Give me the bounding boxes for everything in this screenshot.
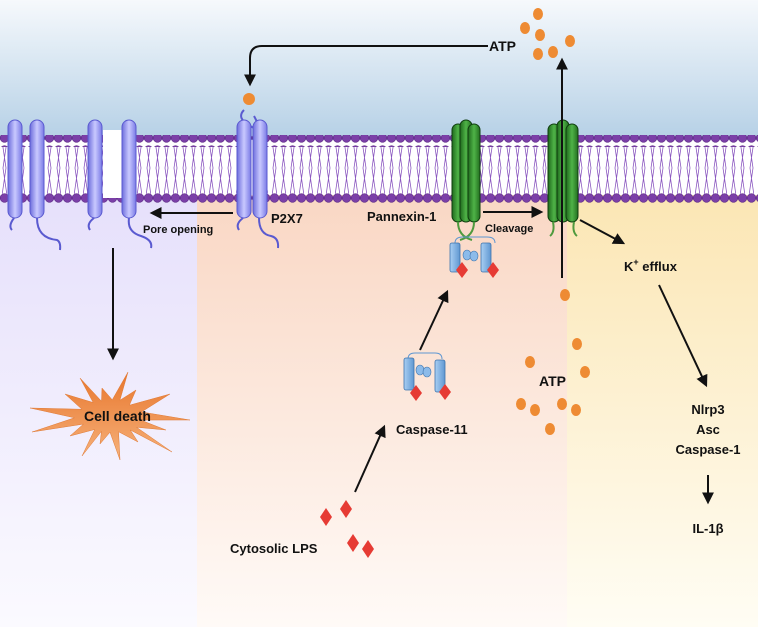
label-asc: Asc	[696, 422, 720, 437]
lps-bound-casp11-1	[410, 385, 422, 401]
label-nlrp3: Nlrp3	[691, 402, 724, 417]
arrow-to-inflammasome	[658, 284, 708, 388]
atp-molecule-cytosolic-9	[545, 423, 555, 435]
label-pore-opening: Pore opening	[143, 224, 213, 236]
pannexin1-cleaved-channel	[547, 119, 579, 237]
p2x7-receptor	[236, 93, 280, 249]
atp-molecule-cytosolic-1	[560, 289, 570, 301]
label-il1b: IL-1β	[692, 521, 723, 536]
lps-molecule-3	[347, 534, 359, 552]
cell-death-burst	[29, 371, 191, 461]
label-cleavage: Cleavage	[485, 223, 533, 235]
lps-molecule-4	[362, 540, 374, 558]
atp-molecule-cytosolic-5	[516, 398, 526, 410]
atp-extracellular-cluster	[520, 8, 575, 60]
label-caspase1: Caspase-1	[675, 442, 740, 457]
atp-molecule-extracellular-3	[535, 29, 545, 41]
atp-molecule-cytosolic-6	[530, 404, 540, 416]
arrow-caspase11-to-pannexin	[419, 289, 449, 351]
atp-molecule-extracellular-1	[533, 8, 543, 20]
atp-molecule-cytosolic-3	[525, 356, 535, 368]
atp-cytosolic-cluster	[516, 289, 590, 435]
caspase11-bound-pannexin	[449, 236, 499, 278]
arrow-to-k-efflux	[579, 219, 626, 245]
label-cell-death: Cell death	[84, 408, 151, 424]
label-atp-cytosolic: ATP	[539, 373, 566, 389]
atp-molecule-extracellular-5	[533, 48, 543, 60]
lps-bound-casp11-2	[439, 384, 451, 400]
atp-molecule-cytosolic-2	[572, 338, 582, 350]
region-inflammasome	[567, 195, 758, 627]
label-pannexin1: Pannexin-1	[367, 209, 436, 224]
atp-molecule-extracellular-4	[565, 35, 575, 47]
extracellular-space	[0, 0, 758, 140]
atp-molecule-extracellular-2	[520, 22, 530, 34]
lps-bound-1	[456, 262, 468, 278]
label-cytosolic-lps: Cytosolic LPS	[230, 541, 318, 556]
lps-molecule-1	[320, 508, 332, 526]
label-p2x7: P2X7	[271, 211, 303, 226]
pannexin1-channel	[451, 119, 481, 241]
cytosolic-lps-molecules	[320, 500, 374, 558]
label-inflammasome: Nlrp3 Asc Caspase-1	[675, 402, 740, 457]
atp-molecule-extracellular-6	[548, 46, 558, 58]
atp-molecule-cytosolic-4	[580, 366, 590, 378]
pore-subunit-3	[87, 119, 103, 219]
caspase11-protein	[403, 352, 451, 401]
p2x7-subunit-right	[252, 119, 268, 219]
pore-subunit-2	[29, 119, 45, 219]
arrow-atp-to-p2x7	[244, 45, 488, 87]
arrows	[107, 45, 714, 505]
lps-molecule-2	[340, 500, 352, 518]
pore-subunit-4	[121, 119, 137, 219]
p2x7-subunit-left	[236, 119, 252, 219]
region-caspase11	[197, 195, 567, 627]
label-k-efflux: K+ efflux	[624, 257, 678, 274]
atp-molecule-cytosolic-7	[557, 398, 567, 410]
atp-molecule-cytosolic-8	[571, 404, 581, 416]
atp-bound-p2x7	[243, 93, 255, 105]
arrow-lps-to-caspase11	[354, 424, 386, 493]
p2x7-pore-subunits	[7, 119, 153, 251]
label-atp-extracellular: ATP	[489, 38, 516, 54]
lps-bound-2	[487, 262, 499, 278]
label-caspase11: Caspase-11	[396, 422, 468, 437]
pore-subunit-1	[7, 119, 23, 219]
